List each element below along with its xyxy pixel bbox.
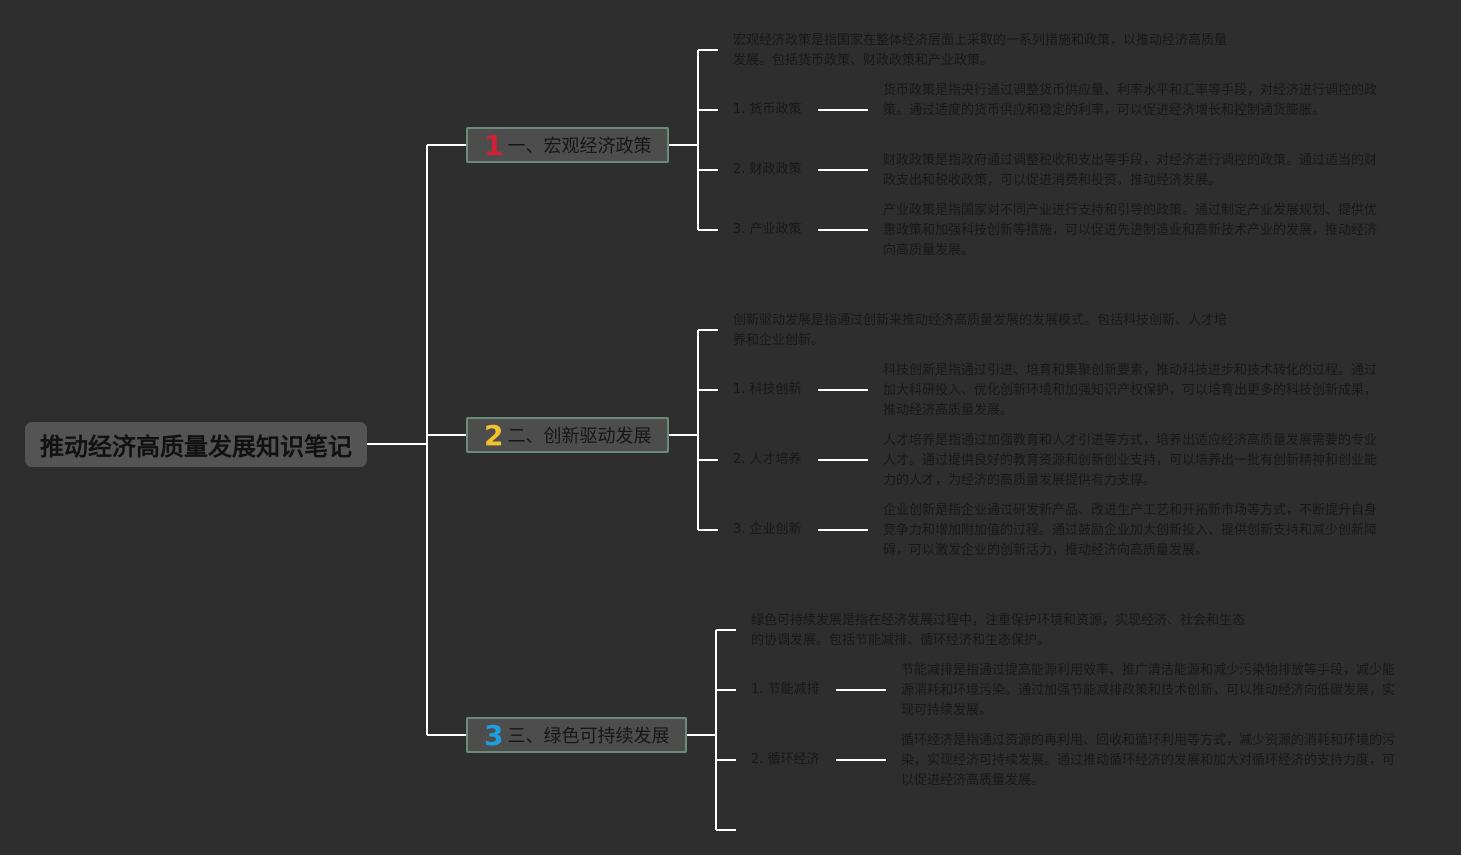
subtopic-desc-1-3: 产业政策是指国家对不同产业进行支持和引导的政策。通过制定产业发展规划、提供优惠政… (883, 203, 1378, 258)
subtopic-label-3-2[interactable]: 2. 循环经济 (751, 752, 820, 767)
subtopic-desc-1-2: 财政政策是指政府通过调整税收和支出等手段，对经济进行调控的政策。通过适当的财政支… (883, 153, 1378, 188)
subtopic-desc-1-1: 货币政策是指央行通过调整货币供应量、利率水平和汇率等手段，对经济进行调控的政策。… (883, 83, 1378, 118)
subtopic-desc-2-2: 人才培养是指通过加强教育和人才引进等方式，培养出适应经济高质量发展需要的专业人才… (883, 433, 1378, 488)
subtopic-label-1-2[interactable]: 2. 财政政策 (733, 162, 802, 177)
subtopic-label-1-3[interactable]: 3. 产业政策 (733, 222, 802, 237)
subtopic-desc-2-1: 科技创新是指通过引进、培育和集聚创新要素，推动科技进步和技术转化的过程。通过加大… (883, 363, 1378, 418)
branch-topic-1[interactable]: 1 一、宏观经济政策 (466, 127, 669, 163)
root-topic[interactable]: 推动经济高质量发展知识笔记 (25, 422, 367, 467)
branch-label-1: 一、宏观经济政策 (507, 136, 652, 157)
branch-topic-2[interactable]: 2 二、创新驱动发展 (466, 417, 669, 453)
subtopic-label-1-1[interactable]: 1. 货币政策 (733, 102, 802, 117)
number-badge-3: 3 (484, 718, 504, 752)
branch-intro-2: 创新驱动发展是指通过创新来推动经济高质量发展的发展模式。包括科技创新、人才培养和… (733, 313, 1228, 348)
branch-topic-3[interactable]: 3 三、绿色可持续发展 (466, 717, 687, 753)
subtopic-desc-2-3: 企业创新是指企业通过研发新产品、改进生产工艺和开拓新市场等方式，不断提升自身竞争… (883, 503, 1378, 558)
branch-intro-1: 宏观经济政策是指国家在整体经济层面上采取的一系列措施和政策，以推动经济高质量发展… (733, 33, 1228, 68)
subtopic-label-2-3[interactable]: 3. 企业创新 (733, 522, 802, 537)
subtopic-desc-3-2: 循环经济是指通过资源的再利用、回收和循环利用等方式，减少资源的消耗和环境的污染，… (901, 733, 1396, 788)
number-badge-2: 2 (484, 418, 504, 452)
subtopic-label-2-1[interactable]: 1. 科技创新 (733, 382, 802, 397)
subtopic-label-3-1[interactable]: 1. 节能减排 (751, 682, 820, 697)
branch-intro-3: 绿色可持续发展是指在经济发展过程中，注重保护环境和资源，实现经济、社会和生态的协… (751, 613, 1246, 648)
subtopic-desc-3-1: 节能减排是指通过提高能源利用效率、推广清洁能源和减少污染物排放等手段，减少能源消… (901, 663, 1396, 718)
branch-label-2: 二、创新驱动发展 (507, 426, 652, 447)
root-title: 推动经济高质量发展知识笔记 (40, 433, 352, 461)
number-badge-1: 1 (484, 128, 504, 162)
branch-label-3: 三、绿色可持续发展 (507, 726, 670, 747)
subtopic-label-2-2[interactable]: 2. 人才培养 (733, 452, 802, 467)
